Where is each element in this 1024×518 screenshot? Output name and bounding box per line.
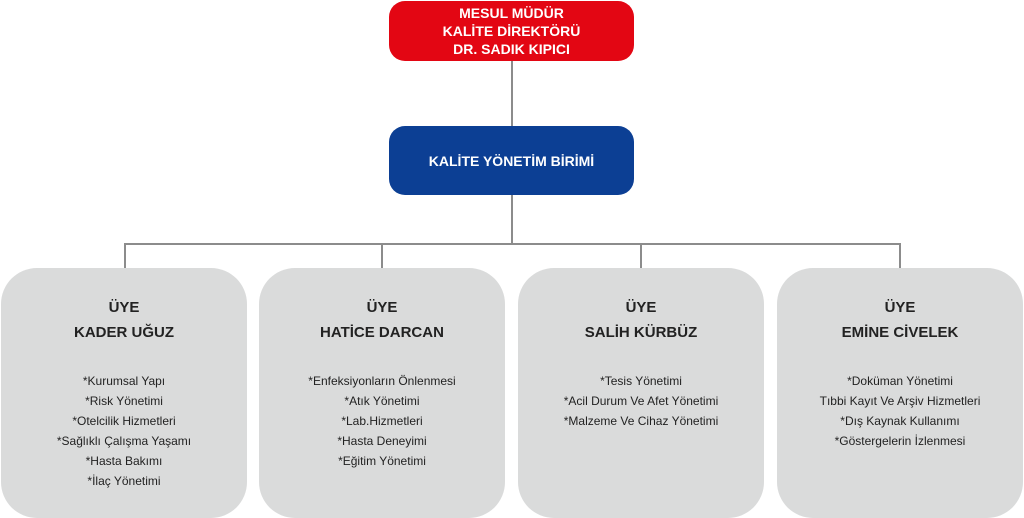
member-role: ÜYE: [884, 299, 916, 316]
responsibility-item: *Hasta Deneyimi: [337, 434, 427, 448]
connector-drop-1: [124, 243, 126, 268]
director-name: DR. SADIK KIPICI: [453, 41, 570, 57]
responsibility-item: *Sağlıklı Çalışma Yaşamı: [56, 434, 192, 448]
responsibility-item: *Risk Yönetimi: [85, 394, 163, 408]
connector-horizontal: [124, 243, 901, 245]
responsibility-item: *Lab.Hizmetleri: [341, 414, 423, 428]
member-box: ÜYE HATİCE DARCAN *Enfeksiyonların Önlenm…: [259, 268, 505, 518]
director-role: KALİTE DİREKTÖRÜ: [442, 23, 581, 39]
responsibility-item: *Tesis Yönetimi: [600, 374, 682, 388]
member-box: ÜYE KADER UĞUZ *Kurumsal Yapı *Risk Yöneti…: [1, 268, 247, 518]
connector-top: [511, 61, 513, 126]
member-name: EMİNE CİVELEK: [841, 324, 959, 341]
responsibility-item: *Doküman Yönetimi: [847, 374, 953, 388]
quality-unit-box: KALİTE YÖNETİM BİRİMİ: [389, 126, 634, 195]
member-box: ÜYE SALİH KÜRBÜZ *Tesis Yönetimi *Acil Dur…: [518, 268, 764, 518]
responsibility-item: *Malzeme Ve Cihaz Yönetimi: [563, 414, 719, 428]
responsibility-item: *Eğitim Yönetimi: [338, 454, 426, 468]
member-role: ÜYE: [108, 299, 140, 316]
director-box: MESUL MÜDÜR KALİTE DİREKTÖRÜ DR. SADIK K…: [389, 1, 634, 61]
responsibility-list: *Tesis Yönetimi *Acil Durum Ve Afet Yönet…: [564, 371, 719, 431]
responsibility-list: *Enfeksiyonların Önlenmesi *Atık Yönetimi…: [308, 371, 455, 471]
responsibility-list: *Kurumsal Yapı *Risk Yönetimi *Otelcilik H…: [57, 371, 191, 491]
responsibility-item: *Enfeksiyonların Önlenmesi: [308, 374, 456, 388]
responsibility-item: *Dış Kaynak Kullanımı: [840, 414, 960, 428]
responsibility-item: *Göstergelerin İzlenmesi: [834, 434, 966, 448]
responsibility-item: *Otelcilik Hizmetleri: [72, 414, 176, 428]
member-role: ÜYE: [625, 299, 657, 316]
connector-drop-3: [640, 243, 642, 268]
quality-unit-label: KALİTE YÖNETİM BİRİMİ: [428, 152, 595, 169]
responsibility-item: *Atık Yönetimi: [344, 394, 420, 408]
member-name: SALİH KÜRBÜZ: [584, 324, 698, 341]
responsibility-item: *İlaç Yönetimi: [87, 474, 161, 488]
director-title: MESUL MÜDÜR: [459, 5, 564, 21]
member-role: ÜYE: [366, 299, 398, 316]
connector-mid: [511, 195, 513, 244]
connector-drop-2: [381, 243, 383, 268]
member-name: HATİCE DARCAN: [320, 324, 444, 341]
responsibility-item: *Acil Durum Ve Afet Yönetimi: [563, 394, 719, 408]
responsibility-item: Tıbbi Kayıt Ve Arşiv Hizmetleri: [819, 394, 981, 408]
responsibility-item: *Hasta Bakımı: [85, 454, 163, 468]
connector-drop-4: [899, 243, 901, 268]
member-name: KADER UĞUZ: [74, 324, 174, 341]
responsibility-item: *Kurumsal Yapı: [82, 374, 166, 388]
